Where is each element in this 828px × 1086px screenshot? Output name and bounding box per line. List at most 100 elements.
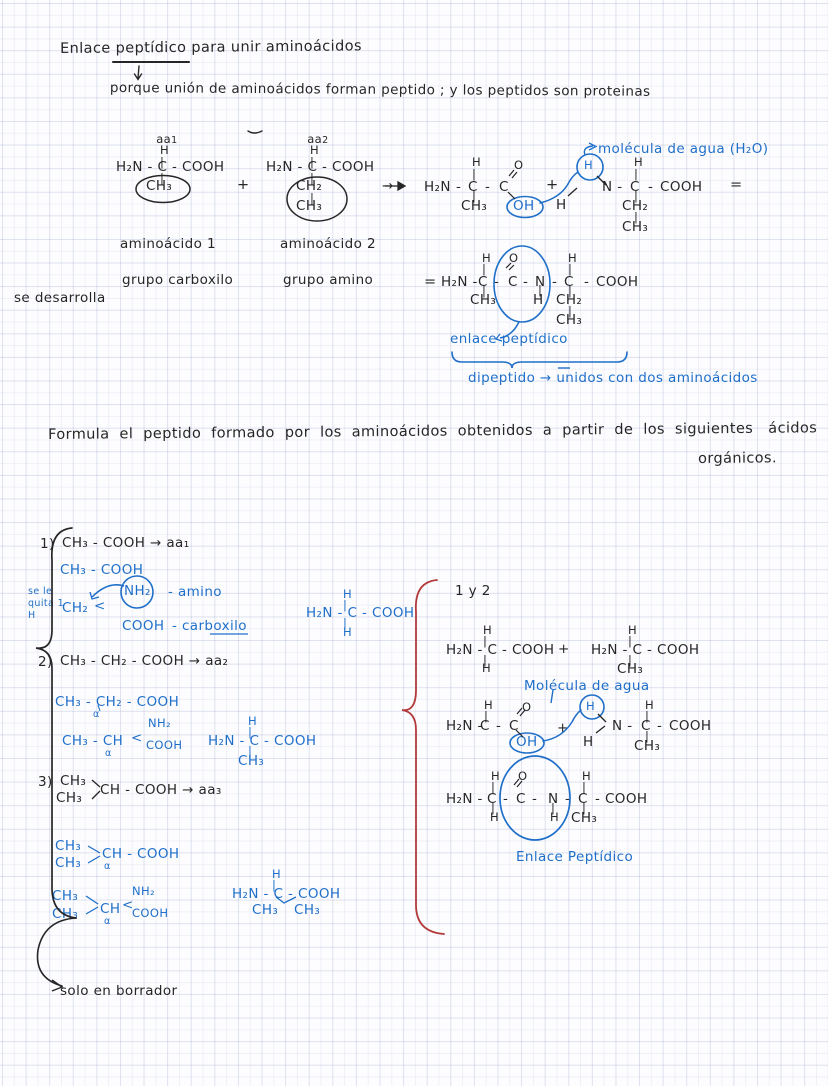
s2r-ch3: CH₃ xyxy=(622,219,649,235)
footer-note: solo en borrador xyxy=(60,983,178,999)
dipeptide-brace-label: dipeptido → unidos con dos aminoácidos xyxy=(468,370,758,386)
exercise-3-result-tick-1: | xyxy=(272,878,277,892)
exercise-2-result-bottom: CH₃ xyxy=(238,753,265,769)
exercise-1-number: 1) xyxy=(40,536,55,552)
rp-r2-h-top: H xyxy=(484,698,494,712)
s3-o-top: O xyxy=(509,251,519,265)
aa2-index: 2 xyxy=(322,134,329,146)
s2-o-top: O xyxy=(514,158,524,172)
s3-c3: C xyxy=(564,274,574,290)
s2-dash-2: - xyxy=(485,179,491,195)
s2r-dash: - xyxy=(648,179,654,195)
s3-dash2: - xyxy=(523,274,529,290)
s3-dash1: - xyxy=(494,274,500,290)
rp-r3-dash4: - COOH xyxy=(595,791,648,807)
rp-r2-c2: C xyxy=(509,718,519,734)
s2r-tick-2: | xyxy=(634,189,639,203)
rp-r2-h-left: H xyxy=(583,734,594,750)
exercise-3-result-bottom-left: CH₃ xyxy=(252,902,279,918)
dipeptide-brace xyxy=(451,351,628,369)
exercise-1-result-backbone: H₂N - C - COOH xyxy=(306,605,415,621)
s2-c2: C xyxy=(499,179,509,195)
rp-r3-dash2: - xyxy=(532,791,538,807)
rp-r1-left-backbone: H₂N - C - COOH xyxy=(446,642,555,658)
rp-water-label: Molécula de agua xyxy=(524,678,650,694)
exercise-2-result-h-top: H xyxy=(248,714,258,728)
exercise-1-result-bottom: H xyxy=(343,625,353,639)
s2-equals: = xyxy=(730,177,743,193)
s3-h-top2: H xyxy=(568,251,578,265)
s3-h2n: H₂N - xyxy=(441,274,478,290)
water-label-leader xyxy=(583,145,594,156)
section1-arrow: → xyxy=(382,178,394,194)
exercise-2-branch-glyph: < xyxy=(131,730,143,746)
exercise-1-note: se le quita 1 H xyxy=(28,586,65,621)
exercise-2-acid: CH₃ - CH₂ - COOH → aa₂ xyxy=(60,653,229,669)
prompt-line-1: Formula el peptido formado por los amino… xyxy=(47,420,818,443)
exercise-3-blue-top: CH₃ xyxy=(55,838,82,854)
exercise-2-result-tick-2: | xyxy=(248,744,253,758)
subtitle: porque unión de aminoácidos forman pepti… xyxy=(109,80,651,100)
rp-h-bond-stick xyxy=(597,713,607,723)
ex3-blue-branch-bottom-2 xyxy=(85,906,99,915)
rp-r3-h2n: H₂N - xyxy=(446,791,483,807)
rp-r2-right-tick-2: | xyxy=(645,729,650,743)
exercise-3-second-top: CH₃ xyxy=(52,888,79,904)
rp-r1-right-tick-1: | xyxy=(628,634,633,648)
page-title: Enlace peptídico para unir aminoácidos xyxy=(59,38,362,57)
exercise-1-branch-bottom-label: - carboxilo xyxy=(172,618,247,634)
rp-r1-right-bottom: CH₃ xyxy=(617,661,644,677)
right-red-brace xyxy=(401,579,445,935)
aa1-label: aa1 xyxy=(140,122,178,157)
rp-r1-left-tick-2: | xyxy=(483,653,488,667)
rp-r2-right-tick-1: | xyxy=(645,709,650,723)
exercise-3-second-bottom: CH₃ xyxy=(52,906,79,922)
rp-r2-oh: OH xyxy=(516,734,538,750)
exercise-3-blue-bottom: CH₃ xyxy=(55,855,82,871)
rp-r1-left-tick-1: | xyxy=(483,634,488,648)
rp-r2-c: C xyxy=(641,718,651,734)
rp-r1-right-backbone: H₂N - C - COOH xyxy=(591,642,700,658)
rp-r1-plus: + xyxy=(558,641,570,657)
exercise-3-result-backbone: H₂N - C - COOH xyxy=(232,886,341,902)
exercise-2-branch-bottom: COOH xyxy=(146,738,183,752)
exercise-2-number: 2) xyxy=(38,654,53,670)
exercise-2-blue-formula: CH₃ - CH₂ - COOH xyxy=(55,694,180,710)
exercise-1-result-tick-1: | xyxy=(343,598,348,612)
section1-plus: + xyxy=(237,177,250,193)
s2-ch3: CH₃ xyxy=(461,198,488,214)
rp-r2-circled-h: H xyxy=(586,699,596,713)
aa2-bond-tick: | xyxy=(310,155,315,169)
s3-ch3b: CH₃ xyxy=(556,312,583,328)
exercise-3-acid-rest: CH - COOH → aa₃ xyxy=(100,782,222,798)
rp-r3-h-under-n: H xyxy=(550,810,560,824)
rp-r2-dash2: - xyxy=(657,718,663,734)
exercise-3-second-rest: CH xyxy=(100,901,121,917)
s2r-cooh: COOH xyxy=(660,179,703,195)
exercise-1-branch-bottom: COOH xyxy=(122,618,165,634)
exercise-1-acid: CH₃ - COOH → aa₁ xyxy=(62,535,190,551)
right-panel-title: 1 y 2 xyxy=(455,583,491,599)
s2-dash-1: - xyxy=(456,179,462,195)
exercise-3-branch-top: NH₂ xyxy=(132,884,156,898)
rp-h-left-bond-stick xyxy=(595,725,606,734)
s2-circled-h: H xyxy=(584,158,594,172)
s2-oh: OH xyxy=(513,198,535,214)
ex3-blue-branch-top-2 xyxy=(85,895,99,905)
exercise-1-branch-top-label: - amino xyxy=(168,584,222,600)
rp-r3-o-top: O xyxy=(518,769,528,783)
s2-h-left: H xyxy=(556,197,567,213)
ex3-branch-line-bottom xyxy=(91,790,101,800)
water-label: molécula de agua (H₂O) xyxy=(598,141,769,157)
rp-r3-c1: C xyxy=(487,791,497,807)
aa2-r-group-2: CH₃ xyxy=(296,198,323,214)
rp-r2-dash: - xyxy=(496,718,502,734)
s3-equals: = xyxy=(424,274,437,290)
rp-r2-h2n: H₂N - xyxy=(446,718,483,734)
rp-r3-tick-3: | xyxy=(582,780,587,794)
s3-ch3: CH₃ xyxy=(470,292,497,308)
s2-c1: C xyxy=(468,179,478,195)
exercise-3-alpha-mark-2: α xyxy=(104,916,111,927)
rp-r3-tick-4: | xyxy=(582,801,587,815)
aa2-label: aa2 xyxy=(291,122,329,157)
